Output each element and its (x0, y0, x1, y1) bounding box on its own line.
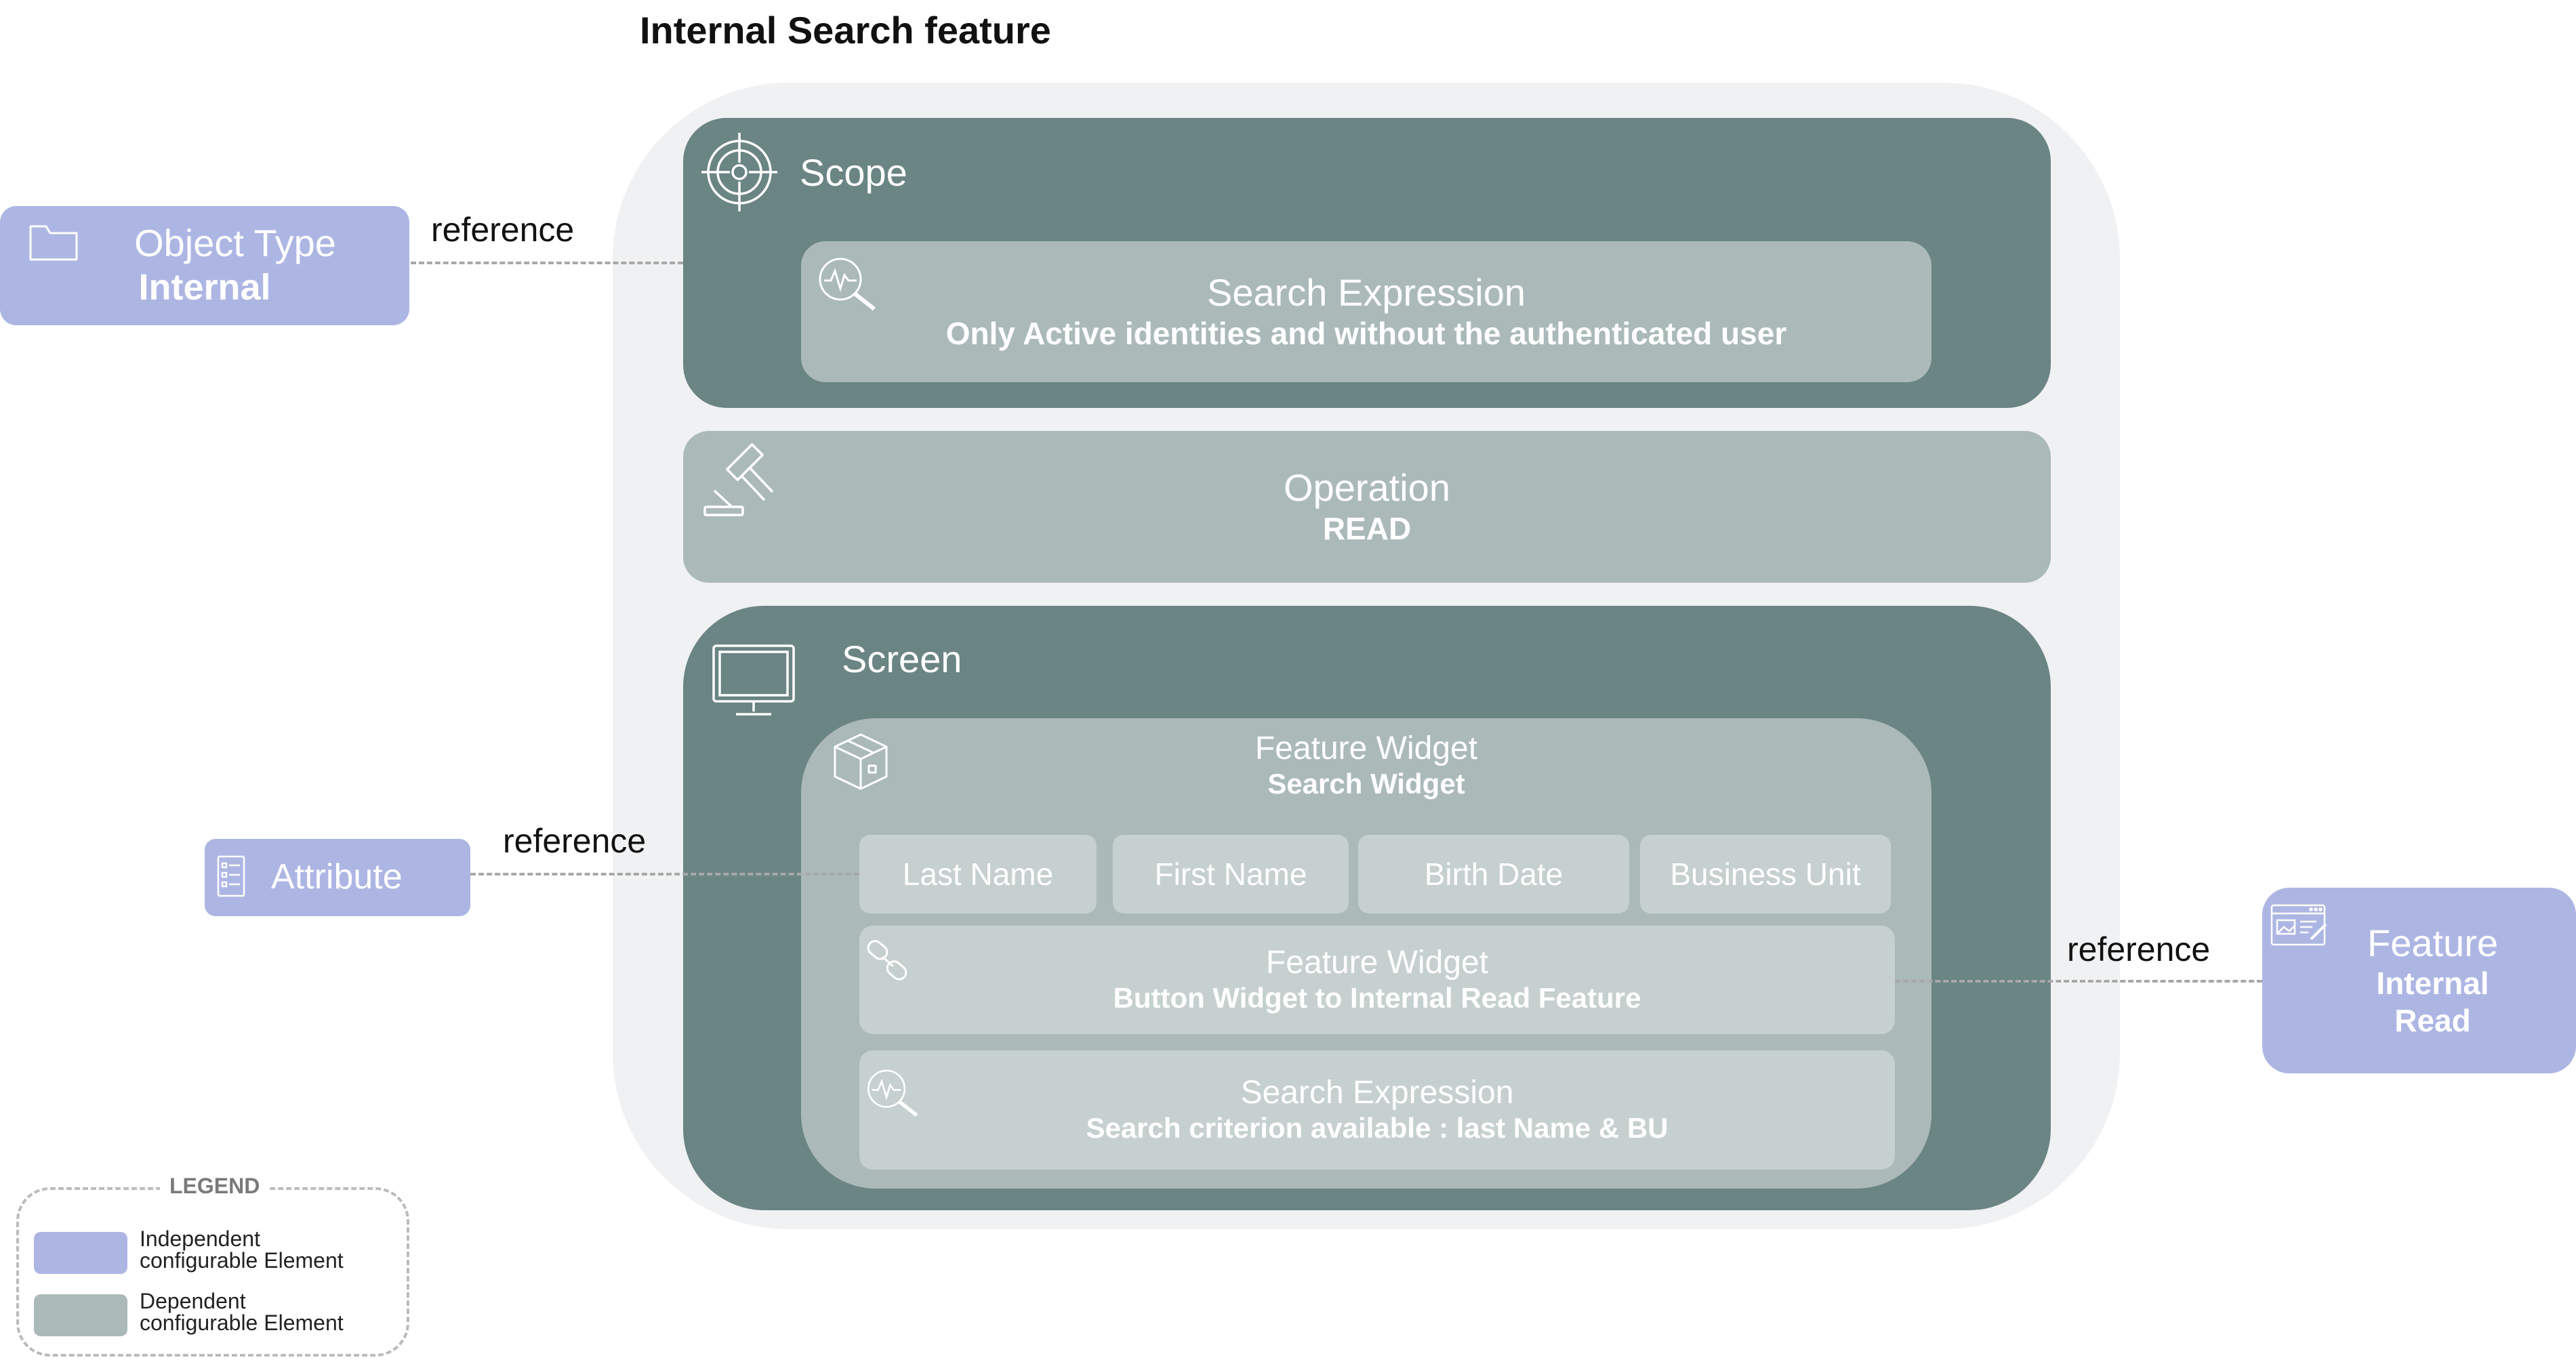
scope-search-expression: Search Expression Only Active identities… (801, 241, 1931, 382)
operation-title: Operation (1284, 466, 1450, 510)
feature-reference-line (1895, 980, 2262, 983)
search-expression-value: Only Active identities and without the a… (945, 315, 1787, 351)
feature-widget-title: Feature Widget (1254, 730, 1478, 767)
analytics-search-icon (816, 255, 878, 312)
legend-dependent-swatch (34, 1294, 127, 1336)
feature-ref-block: Feature Internal Read (2262, 888, 2576, 1073)
feature-widget-value: Search Widget (1267, 768, 1465, 800)
object-type-value: Internal (138, 266, 271, 308)
attribute-block: Attribute (205, 839, 470, 916)
feature-ref-value-line1: Internal (2376, 966, 2489, 1001)
search-expression-title: Search Expression (1206, 271, 1526, 314)
widget-search-expression-value: Search criterion available : last Name &… (1086, 1112, 1669, 1145)
object-type-block: Object Type Internal (0, 206, 409, 325)
list-icon (217, 855, 245, 897)
analytics-search-icon (865, 1067, 920, 1118)
feature-reference-label: reference (2067, 930, 2211, 968)
criterion-first-name: First Name (1113, 835, 1349, 913)
criterion-last-name: Last Name (859, 835, 1097, 913)
attribute-reference-line (470, 873, 859, 875)
legend-independent-swatch (34, 1232, 127, 1274)
gavel-icon (702, 442, 778, 518)
attribute-title: Attribute (271, 857, 403, 897)
browser-edit-icon (2270, 904, 2329, 949)
target-icon (700, 131, 779, 213)
screen-label: Screen (842, 638, 962, 680)
object-type-title: Object Type (134, 222, 336, 265)
feature-ref-title: Feature (2367, 921, 2498, 964)
attribute-reference-label: reference (503, 822, 647, 860)
feature-ref-value-line2: Read (2394, 1003, 2471, 1039)
diagram-title: Internal Search feature (640, 9, 1051, 51)
folder-icon (28, 222, 79, 262)
object-type-reference-label: reference (431, 211, 575, 249)
button-widget-value: Button Widget to Internal Read Feature (1113, 982, 1641, 1014)
object-type-reference-line (411, 262, 683, 264)
legend-title: LEGEND (160, 1174, 270, 1199)
operation-block: Operation READ (683, 431, 2051, 583)
button-widget-title: Feature Widget (1265, 945, 1489, 981)
feature-widget-header: Feature Widget Search Widget (1072, 725, 1660, 806)
widget-search-expression: Search Expression Search criterion avail… (859, 1050, 1895, 1170)
criterion-business-unit: Business Unit (1640, 835, 1891, 913)
link-icon (865, 939, 912, 983)
legend-dependent-label: Dependent configurable Element (140, 1289, 344, 1335)
monitor-icon (712, 644, 796, 718)
widget-search-expression-title: Search Expression (1240, 1075, 1514, 1111)
legend-independent-label: Independent configurable Element (140, 1227, 344, 1273)
operation-value: READ (1322, 510, 1412, 546)
scope-label: Scope (800, 151, 907, 194)
package-icon (832, 732, 889, 791)
criterion-birth-date: Birth Date (1358, 835, 1629, 913)
button-widget: Feature Widget Button Widget to Internal… (859, 926, 1895, 1034)
